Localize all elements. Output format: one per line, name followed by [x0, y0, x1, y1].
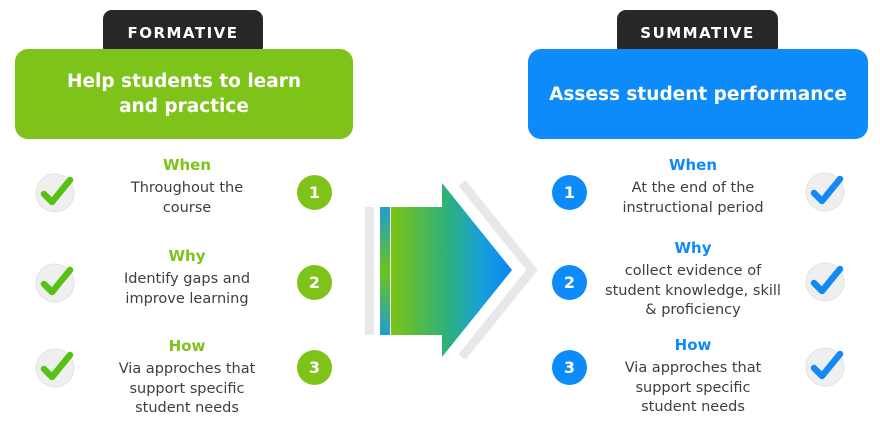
chevron-right-icon	[458, 180, 538, 360]
step-number-badge: 2	[297, 265, 332, 300]
check-icon	[35, 173, 75, 213]
transition-arrow-graphic	[365, 180, 538, 360]
why-heading: Why	[168, 247, 206, 265]
why-body: Identify gaps and improve learning	[123, 271, 251, 307]
formative-how-section: How Via approches that support specific …	[99, 337, 275, 419]
how-body: Via approches that support specific stud…	[118, 361, 256, 416]
summative-how-section: How Via approches that support specific …	[605, 336, 781, 418]
gradient-bar	[380, 207, 390, 335]
why-heading: Why	[674, 239, 712, 257]
check-icon	[805, 347, 845, 387]
check-icon	[35, 348, 75, 388]
summative-tab: SUMMATIVE	[617, 10, 778, 56]
step-number-badge: 1	[552, 175, 587, 210]
summative-why-section: Why collect evidence of student knowledg…	[605, 239, 781, 321]
formative-tab: FORMATIVE	[103, 10, 263, 56]
step-number-badge: 2	[552, 265, 587, 300]
why-body: collect evidence of student knowledge, s…	[605, 263, 781, 318]
formative-when-section: When Throughout the course	[99, 156, 275, 218]
summative-title-box: Assess student performance	[528, 49, 868, 139]
how-heading: How	[168, 337, 206, 355]
step-number-badge: 1	[297, 175, 332, 210]
check-icon	[805, 262, 845, 302]
when-heading: When	[668, 156, 718, 174]
how-body: Via approches that support specific stud…	[624, 360, 762, 415]
when-heading: When	[162, 156, 212, 174]
when-body: At the end of the instructional period	[622, 180, 764, 216]
how-heading: How	[674, 336, 712, 354]
separator-bar	[365, 207, 374, 335]
check-icon	[805, 172, 845, 212]
step-number-badge: 3	[297, 350, 332, 385]
formative-tab-label: FORMATIVE	[127, 24, 239, 42]
summative-title: Assess student performance	[549, 83, 847, 105]
formative-title-box: Help students to learn and practice	[15, 49, 353, 139]
formative-why-section: Why Identify gaps and improve learning	[99, 247, 275, 309]
formative-title: Help students to learn and practice	[67, 71, 301, 117]
summative-tab-label: SUMMATIVE	[640, 24, 755, 42]
check-icon	[35, 263, 75, 303]
gradient-arrow-right-icon	[391, 183, 512, 357]
summative-when-section: When At the end of the instructional per…	[605, 156, 781, 218]
when-body: Throughout the course	[130, 180, 244, 216]
step-number-badge: 3	[552, 350, 587, 385]
